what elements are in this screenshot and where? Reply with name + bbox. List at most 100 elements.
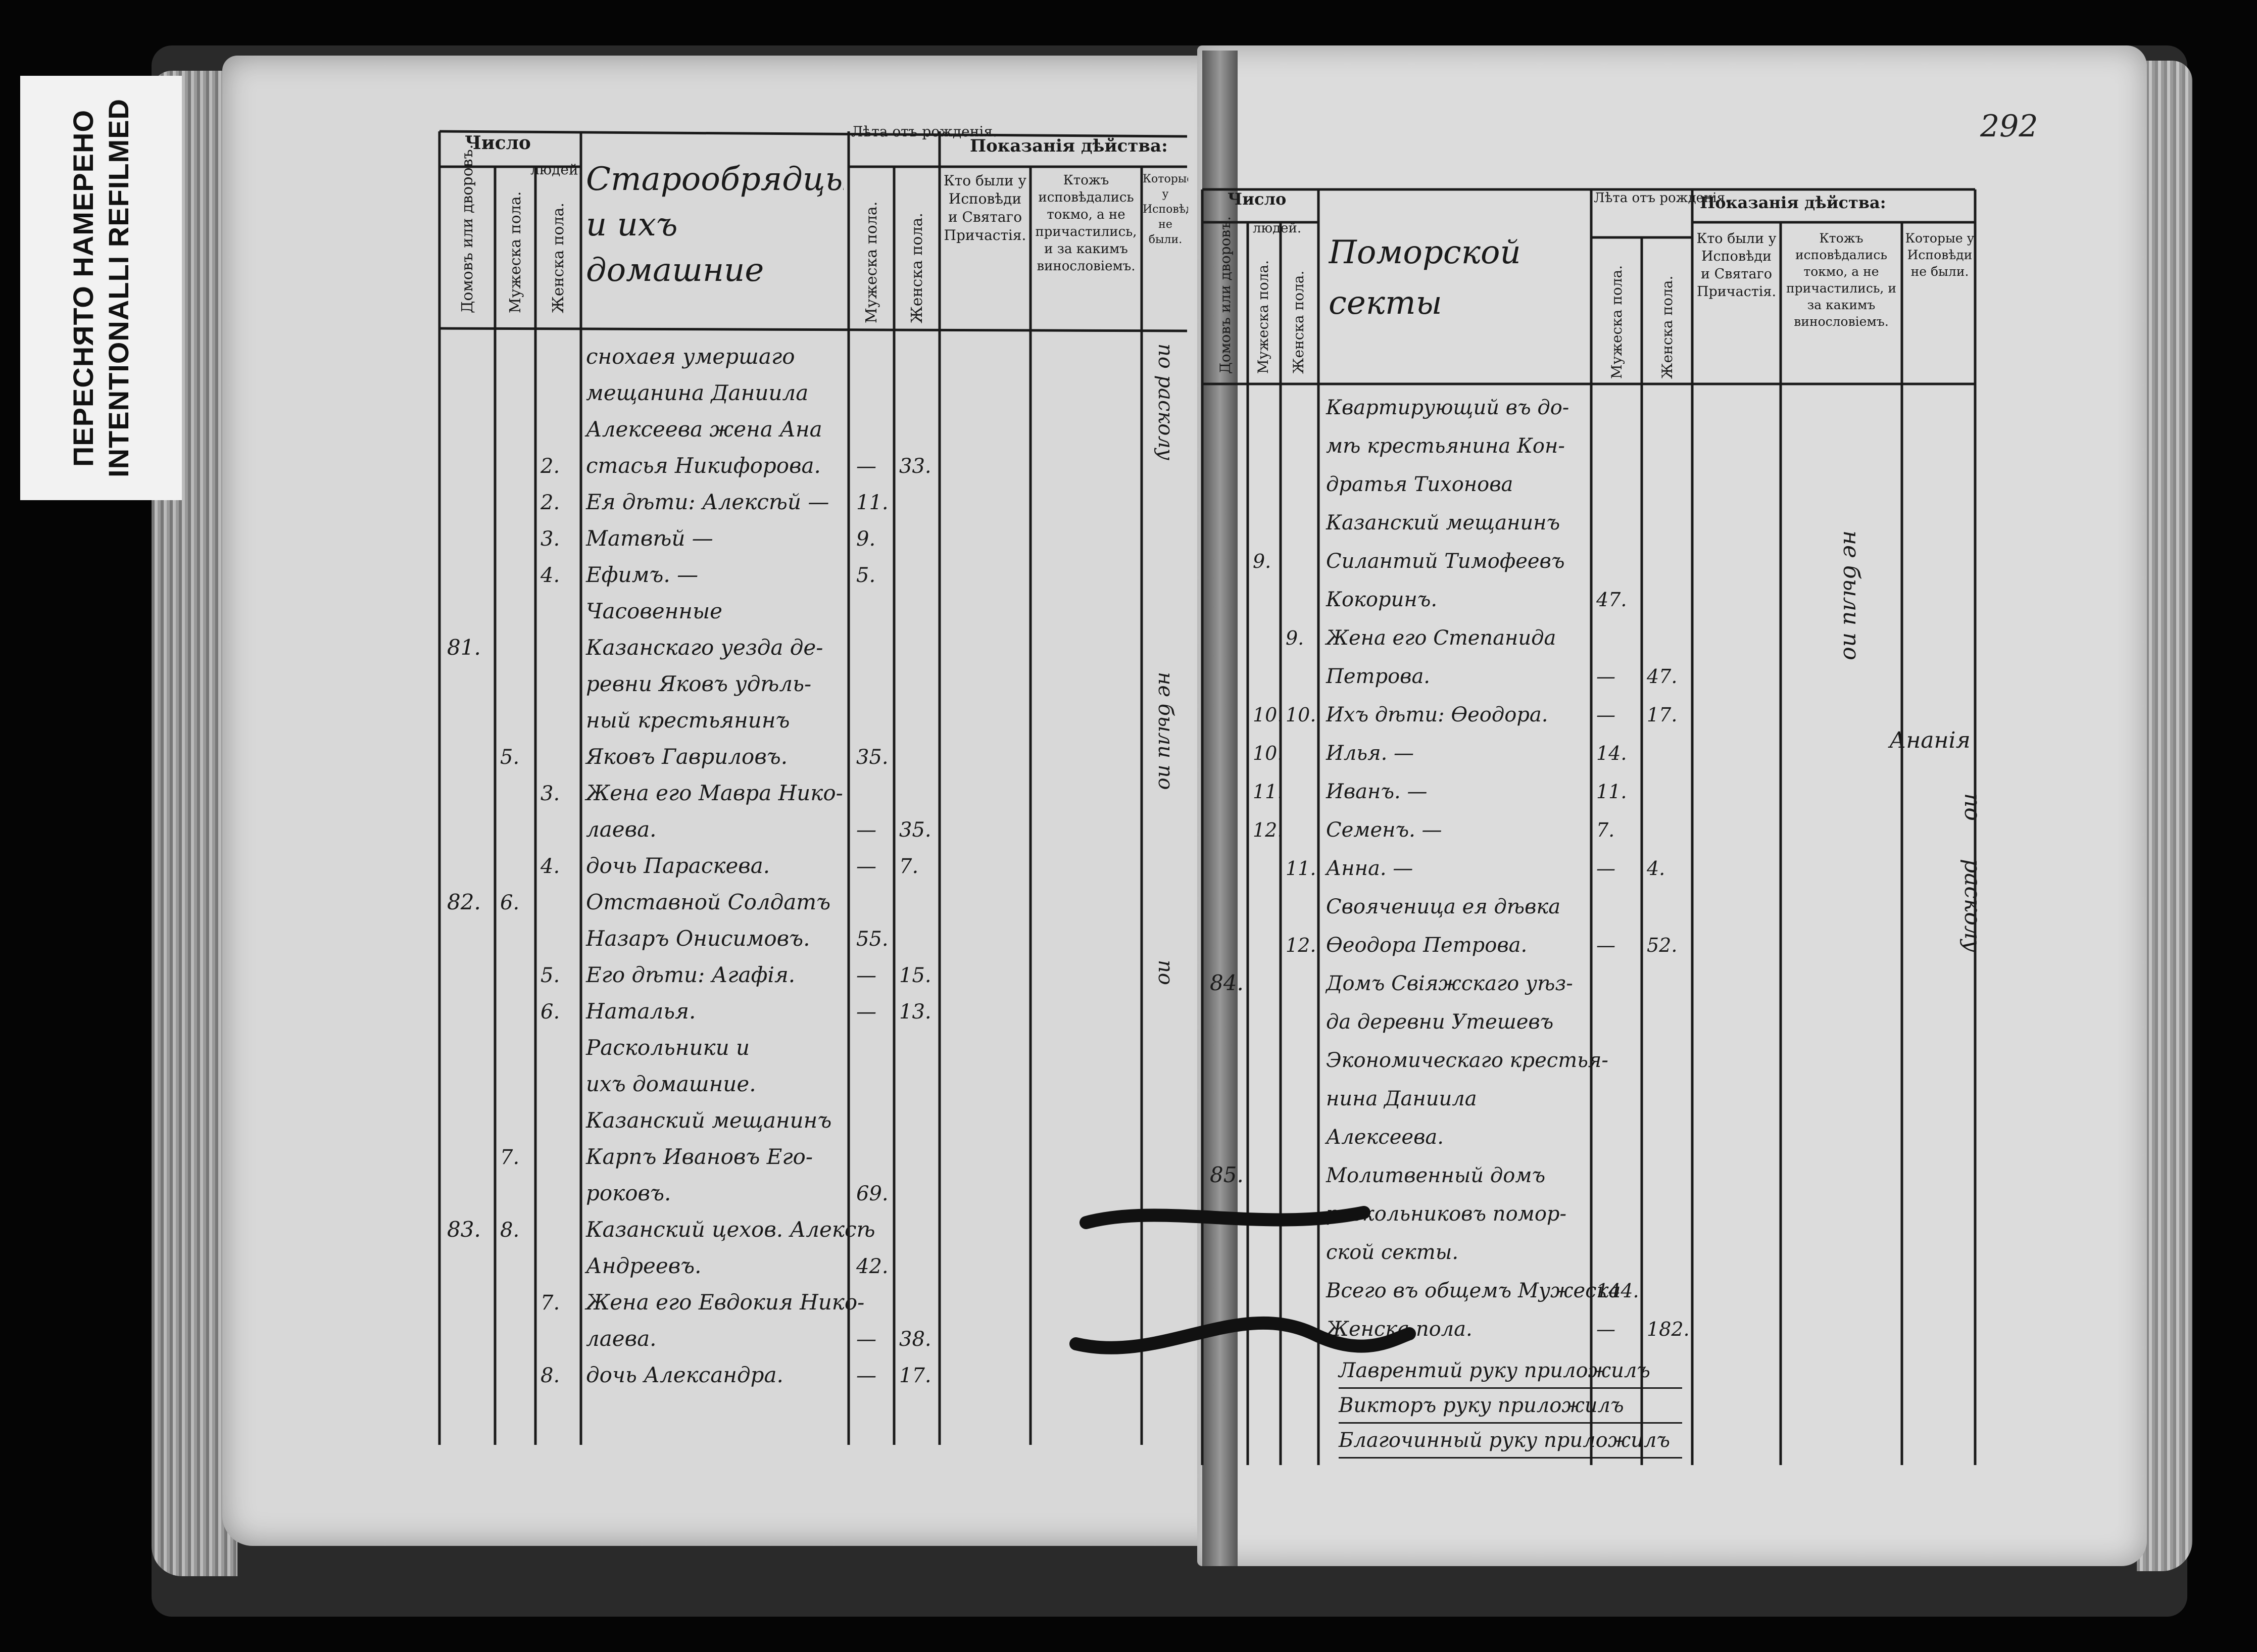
left-hdr-lyudey: людей. — [530, 161, 583, 178]
left-hdr-domov: Домовъ или дворовъ. — [459, 144, 476, 313]
page-number: 292 — [1980, 109, 2038, 144]
left-row-age-male: 42. — [856, 1255, 889, 1278]
left-row-age-female: 17. — [899, 1364, 931, 1387]
left-row-female-count: 5. — [541, 964, 560, 987]
left-hdr-zhen: Женска пола. — [550, 203, 567, 313]
right-note-2: Ананія — [1889, 727, 1971, 753]
right-row-male-count: 10. — [1253, 742, 1283, 764]
right-row-name: Анна. — — [1324, 857, 1413, 880]
left-row-name: Ея дѣти: Алексѣй — — [585, 490, 829, 514]
left-row-female-count: 2. — [540, 491, 560, 514]
left-row-house: 83. — [447, 1217, 481, 1242]
left-hdr-kotorye: Которые у Исповѣди не были. — [1143, 173, 1188, 246]
left-row-name: Алексеева жена Ана — [584, 417, 822, 442]
right-row-age-male: — — [1596, 934, 1615, 956]
right-row-name: Алексеева. — [1324, 1126, 1444, 1149]
left-page — [222, 56, 1228, 1546]
right-row-age-male: 11. — [1596, 781, 1627, 803]
left-row-age-male: 5. — [856, 564, 875, 587]
left-row-name: Казанскаго уезда де- — [585, 635, 823, 660]
right-row-name: Домъ Свіяжскаго уѣз- — [1325, 972, 1573, 995]
left-row-name: Андреевъ. — [584, 1253, 701, 1278]
left-row-male-count: 7. — [500, 1146, 519, 1169]
right-hdr-leta-muzh: Мужеска пола. — [1608, 265, 1625, 379]
right-row-age-female: 17. — [1647, 704, 1677, 726]
left-row-age-male: — — [856, 455, 876, 478]
book-gutter — [1202, 51, 1238, 1566]
left-row-age-male: — — [856, 964, 876, 987]
left-row-name: роковъ. — [586, 1181, 671, 1205]
left-row-age-male: — — [856, 1000, 876, 1024]
left-hdr-kto-byli: Кто были у Исповѣди и Святаго Причастія. — [944, 172, 1026, 244]
left-row-age-female: 33. — [899, 455, 931, 478]
right-section-title: Поморской секты — [1329, 234, 1521, 322]
right-row-age-male: 7. — [1596, 819, 1614, 841]
refilmed-stamp: ПЕРЕСНЯТО НАМЕРЕНО INTENTIONALLI REFILME… — [20, 76, 182, 500]
right-hdr-chislo: Число — [1228, 189, 1286, 209]
right-row-age-male: 47. — [1596, 589, 1627, 611]
left-row-female-count: 4. — [540, 855, 560, 878]
left-row-name: Яковъ Гавриловъ. — [585, 744, 788, 769]
right-row-age-male: 14. — [1596, 742, 1627, 764]
right-row-age-male: — — [1596, 857, 1615, 880]
left-row-age-female: 13. — [899, 1000, 931, 1024]
left-hdr-pokazaniya: Показанія дѣйства: — [970, 136, 1168, 156]
right-hdr-lyudey: людей. — [1253, 221, 1301, 236]
left-row-name: Его дѣти: Агафія. — [585, 962, 795, 987]
left-row-female-count: 3. — [541, 782, 560, 805]
right-row-name: Жена его Степанида — [1324, 626, 1556, 650]
left-row-name: дочь Александра. — [586, 1363, 783, 1387]
right-row-name: Казанский мещанинъ — [1326, 511, 1560, 535]
left-hdr-leta-muzh: Мужеска пола. — [863, 202, 880, 323]
left-row-age-male: 35. — [856, 746, 889, 769]
left-row-name: Карпъ Ивановъ Его- — [585, 1144, 813, 1169]
left-row-name: Казанский цехов. Алексѣ — [585, 1217, 875, 1242]
left-hdr-ktozh: Ктожъ исповѣдались токмо, а не причастил… — [1035, 173, 1137, 274]
left-row-age-female: 38. — [899, 1328, 931, 1351]
right-row-name: Экономическаго крестья- — [1326, 1049, 1608, 1072]
left-row-name: Назаръ Онисимовъ. — [585, 926, 810, 951]
left-row-name: Часовенные — [586, 599, 722, 623]
left-row-name: Жена его Евдокия Нико- — [584, 1290, 864, 1315]
right-row-age-female: 47. — [1646, 665, 1677, 688]
signature-3: Благочинный руку приложилъ — [1339, 1424, 1682, 1459]
right-hdr-muzh: Мужеска пола. — [1255, 260, 1271, 374]
left-row-age-male: 69. — [856, 1182, 889, 1205]
left-row-name: Казанский мещанинъ — [585, 1108, 831, 1133]
left-row-age-male: 9. — [856, 527, 875, 551]
signature-1: Лаврентий руку приложилъ — [1339, 1354, 1682, 1389]
right-row-name: Всего въ общемъ Мужеска — [1326, 1279, 1621, 1302]
left-row-female-count: 8. — [541, 1364, 560, 1387]
right-row-name: Петрова. — [1326, 665, 1430, 688]
left-row-age-male: — — [856, 1364, 876, 1387]
right-row-female-count: 10. — [1286, 704, 1316, 726]
left-row-name: лаева. — [586, 817, 656, 842]
left-row-name: Матвѣй — — [585, 526, 713, 551]
right-hdr-kto-byli: Кто были у Исповѣди и Святаго Причастія. — [1696, 231, 1777, 300]
right-row-age-female: 182. — [1647, 1318, 1690, 1340]
right-hdr-leta-zhen: Женска пола. — [1659, 276, 1676, 379]
right-row-name: Илья. — — [1326, 742, 1414, 765]
right-hdr-pokazaniya: Показанія дѣйства: — [1700, 193, 1886, 212]
left-row-name: снохаея умершаго — [586, 344, 795, 369]
right-row-age-female: 52. — [1647, 934, 1677, 956]
left-row-name: ревни Яковъ удѣль- — [586, 671, 811, 696]
right-row-male-count: 9. — [1253, 550, 1271, 572]
right-row-name: да деревни Утешевъ — [1326, 1010, 1553, 1034]
left-row-name: ихъ домашние. — [586, 1072, 756, 1096]
left-row-name: Ефимъ. — — [585, 562, 698, 587]
left-row-female-count: 7. — [541, 1291, 560, 1315]
left-hdr-leta-zhen: Женска пола. — [908, 213, 926, 323]
left-row-name: Отставной Солдатъ — [586, 890, 830, 914]
right-row-name: ской секты. — [1326, 1241, 1458, 1264]
right-row-male-count: 10. — [1253, 704, 1283, 726]
left-row-age-male: — — [856, 1328, 876, 1351]
right-row-name: мѣ крестьянина Кон- — [1326, 434, 1565, 458]
left-row-male-count: 6. — [500, 891, 519, 914]
left-row-age-female: 35. — [899, 818, 931, 842]
left-hdr-muzh: Мужеска пола. — [507, 191, 524, 313]
left-row-name: Наталья. — [585, 999, 696, 1024]
